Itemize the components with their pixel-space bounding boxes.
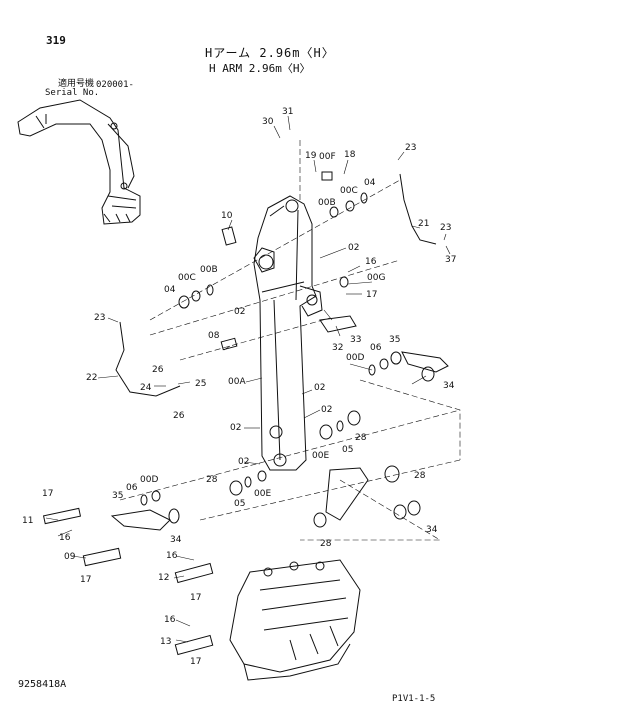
callout-17-left: 17 (42, 489, 53, 499)
pins-and-bushings (42, 171, 435, 656)
callout-35-left: 35 (112, 491, 123, 501)
callout-00E: 00E (312, 451, 329, 461)
callout-34-left: 34 (170, 535, 182, 545)
page-title-japanese: Hアーム 2.96m〈H〉 (205, 46, 335, 60)
callout-26b: 26 (173, 411, 185, 421)
callout-04-left: 04 (164, 285, 176, 295)
callout-16: 16 (365, 257, 377, 267)
links (110, 315, 449, 531)
callout-02-left: 02 (234, 307, 245, 317)
callout-23b: 23 (440, 223, 451, 233)
callout-12: 12 (158, 573, 169, 583)
callout-33: 33 (350, 335, 361, 345)
leader-lines (45, 115, 451, 643)
callout-31: 31 (282, 107, 293, 117)
callout-02: 02 (348, 243, 359, 253)
callout-28-left: 28 (206, 475, 218, 485)
callout-labels: 30 31 19 00F 18 23 00C 04 00B 10 02 21 2… (22, 107, 456, 667)
callout-25: 25 (195, 379, 206, 389)
callout-04: 04 (364, 178, 376, 188)
callout-16-mid: 16 (166, 551, 178, 561)
callout-02-right: 02 (321, 405, 332, 415)
callout-10: 10 (221, 211, 233, 221)
callout-05-lower: 05 (234, 499, 245, 509)
bucket (229, 559, 361, 681)
callout-34-right: 34 (426, 525, 438, 535)
excavator-thumbnail (17, 99, 141, 225)
callout-00C: 00C (340, 186, 358, 196)
callout-00E-lower: 00E (254, 489, 271, 499)
callout-19: 19 (305, 151, 317, 161)
callout-06-left: 06 (126, 483, 138, 493)
callout-11: 11 (22, 516, 33, 526)
callout-00B: 00B (318, 198, 336, 208)
serial-number-value: 020001- (96, 80, 134, 90)
callout-00B-left: 00B (200, 265, 218, 275)
callout-09: 09 (64, 552, 76, 562)
callout-17-lower: 17 (80, 575, 91, 585)
callout-06: 06 (370, 343, 382, 353)
callout-00A: 00A (228, 377, 246, 387)
callout-26: 26 (152, 365, 164, 375)
callout-24: 24 (140, 383, 152, 393)
callout-16-lower: 16 (164, 615, 176, 625)
callout-23-left: 23 (94, 313, 105, 323)
callout-02-lower: 02 (230, 423, 241, 433)
callout-13: 13 (160, 637, 171, 647)
callout-28-bottom: 28 (320, 539, 332, 549)
callout-00D: 00D (346, 353, 364, 363)
callout-00G: 00G (367, 273, 385, 283)
page-reference: P1V1-1-5 (392, 694, 436, 704)
callout-32: 32 (332, 343, 343, 353)
serial-label-english: Serial No. (45, 88, 100, 98)
callout-22: 22 (86, 373, 97, 383)
callout-00D-left: 00D (140, 475, 158, 485)
callout-00C-left: 00C (178, 273, 196, 283)
callout-00F: 00F (319, 152, 336, 162)
page-title-english: H ARM 2.96m〈H〉 (209, 62, 311, 75)
callout-35: 35 (389, 335, 400, 345)
callout-17-mid: 17 (190, 593, 201, 603)
callout-02-bottom: 02 (238, 457, 249, 467)
assembly-axes (119, 140, 461, 541)
callout-28-right: 28 (414, 471, 426, 481)
callout-37: 37 (445, 255, 456, 265)
callout-05: 05 (342, 445, 353, 455)
callout-23: 23 (405, 143, 416, 153)
page-number: 319 (46, 34, 66, 47)
arm-body (253, 195, 323, 471)
callout-21: 21 (418, 219, 429, 229)
callout-28: 28 (355, 433, 367, 443)
callout-34: 34 (443, 381, 455, 391)
callout-08: 08 (208, 331, 220, 341)
callout-18: 18 (344, 150, 356, 160)
callout-17: 17 (366, 290, 377, 300)
callout-02-mid: 02 (314, 383, 325, 393)
callout-16-left: 16 (59, 533, 71, 543)
callout-17-bottom: 17 (190, 657, 201, 667)
callout-30: 30 (262, 117, 274, 127)
serial-label-japanese: 適用号機 (58, 79, 95, 89)
drawing-number: 9258418A (18, 679, 67, 690)
